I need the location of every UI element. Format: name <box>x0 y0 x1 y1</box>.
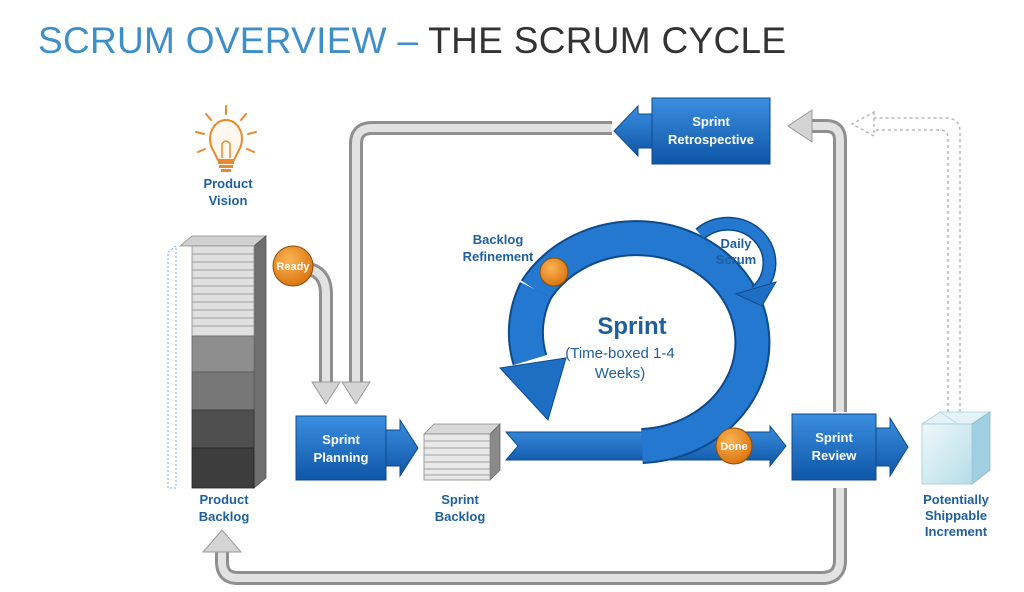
retro-to-planning-pipe <box>341 121 612 405</box>
sprint-retrospective-line1: Sprint <box>692 114 730 129</box>
ready-to-planning-pipe <box>299 261 341 405</box>
increment-dashed-arrow <box>850 110 961 412</box>
product-vision-line1: Product <box>203 176 253 191</box>
done-label: Done <box>720 441 748 453</box>
title-part2: THE SCRUM CYCLE <box>428 20 787 61</box>
increment-line1: Potentially <box>923 492 990 507</box>
daily-scrum-line2: Scrum <box>716 252 756 267</box>
ready-badge: Ready <box>272 245 314 287</box>
return-arrow-bottom <box>201 488 847 585</box>
increment-line3: Increment <box>925 524 988 539</box>
sprint-backlog-stack-icon <box>423 423 501 481</box>
ready-label: Ready <box>276 261 310 273</box>
sprint-planning-box: Sprint Planning <box>295 415 419 481</box>
backlog-refinement-line2: Refinement <box>463 249 534 264</box>
backlog-refinement-badge <box>539 257 569 287</box>
sprint-review-line1: Sprint <box>815 430 853 445</box>
daily-scrum-line1: Daily <box>720 236 752 251</box>
title-part1: SCRUM OVERVIEW – <box>38 20 429 61</box>
sprint-cycle-circle <box>498 220 771 464</box>
sprint-review-line2: Review <box>812 448 858 463</box>
backlog-refinement-line1: Backlog <box>473 232 524 247</box>
daily-scrum-loop <box>695 216 778 307</box>
sprint-line2: (Time-boxed 1-4 <box>565 345 674 362</box>
lightbulb-icon <box>195 105 257 172</box>
done-badge: Done <box>715 427 753 465</box>
product-backlog-stack-icon <box>167 235 268 489</box>
sprint-planning-line1: Sprint <box>322 432 360 447</box>
product-backlog-line1: Product <box>199 492 249 507</box>
sprint-line3: Weeks) <box>595 365 646 382</box>
increment-line2: Shippable <box>925 508 987 523</box>
sprint-retrospective-line2: Retrospective <box>668 132 754 147</box>
sprint-retrospective-box: Sprint Retrospective <box>613 97 771 165</box>
sprint-backlog-line1: Sprint <box>441 492 479 507</box>
product-vision-line2: Vision <box>209 193 248 208</box>
sprint-planning-line2: Planning <box>314 450 369 465</box>
product-backlog-line2: Backlog <box>199 509 250 524</box>
review-to-retro-pipe <box>787 109 847 412</box>
page-title: SCRUM OVERVIEW – THE SCRUM CYCLE <box>38 20 786 62</box>
sprint-backlog-line2: Backlog <box>435 509 486 524</box>
increment-box-icon <box>920 411 992 485</box>
sprint-title: Sprint <box>597 313 666 340</box>
sprint-review-box: Sprint Review <box>791 413 909 481</box>
